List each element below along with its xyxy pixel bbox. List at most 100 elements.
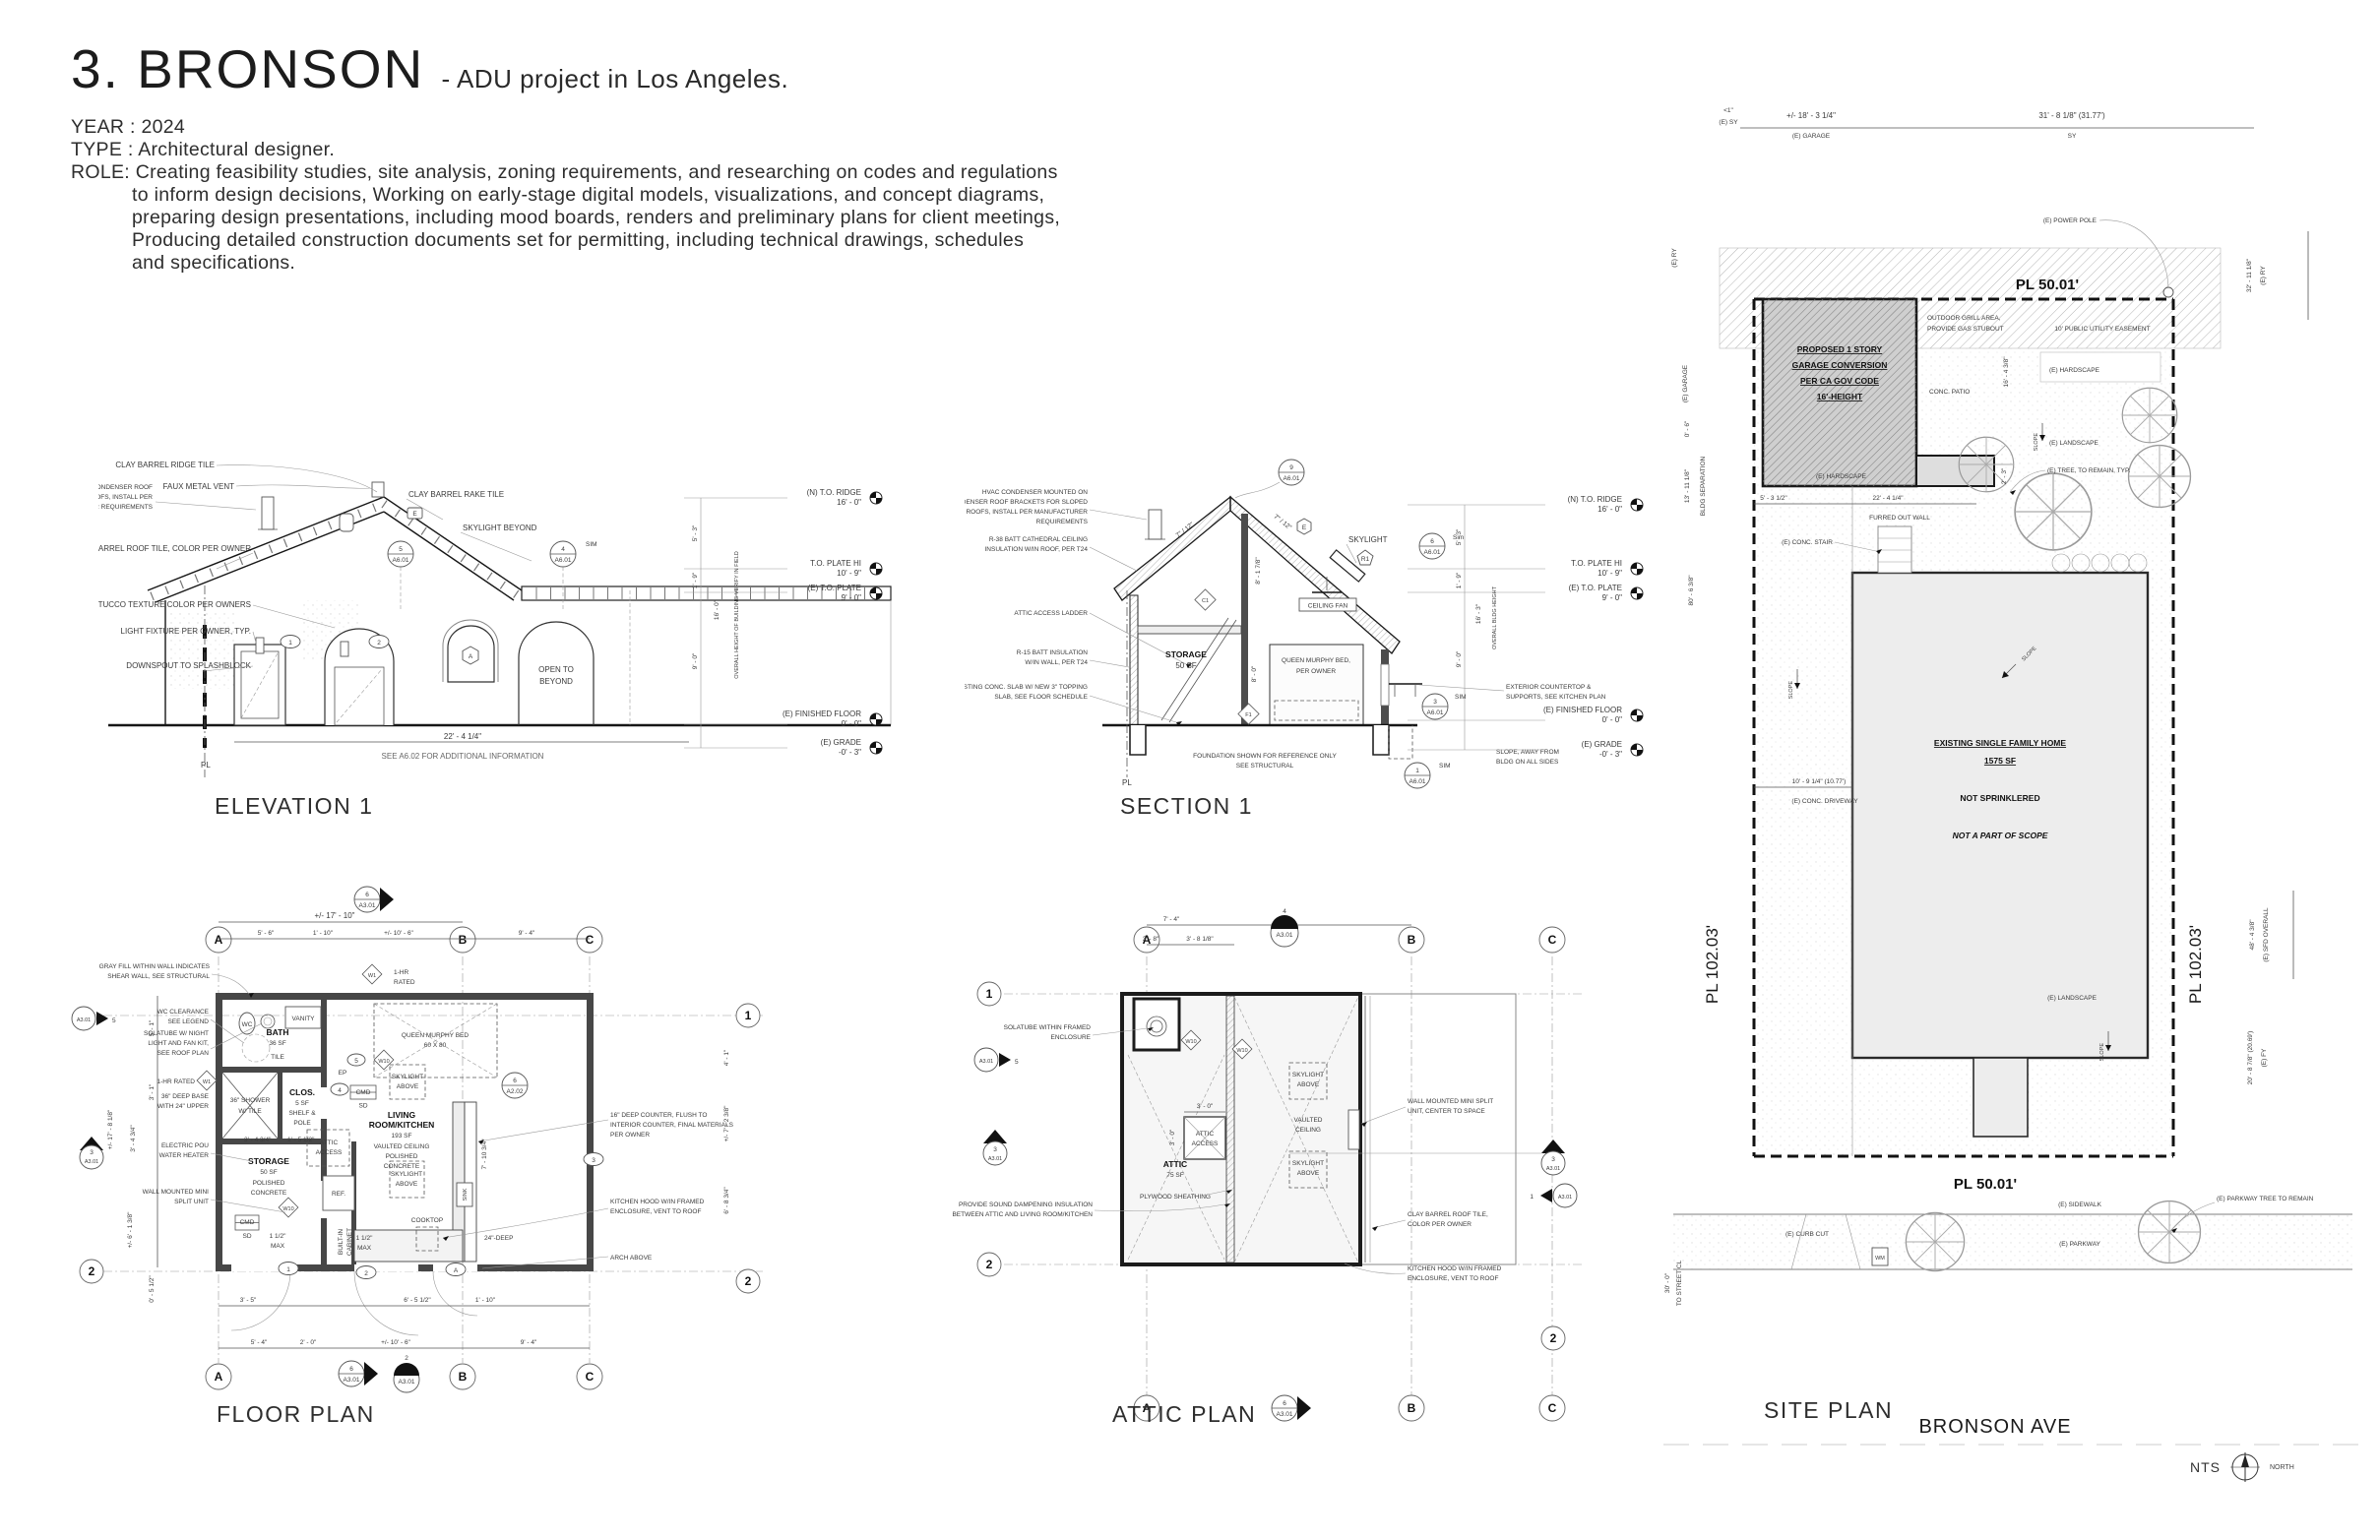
svg-text:SD: SD bbox=[358, 1103, 367, 1110]
marker-3-a301-right: 3A3.01 bbox=[1289, 1140, 1566, 1176]
shower-1: 36" SHOWER bbox=[230, 1097, 271, 1104]
dim-t1: 5' - 6" bbox=[258, 930, 275, 937]
slab-1: EXISTING CONC. SLAB W/ NEW 3" TOPPING bbox=[965, 684, 1088, 691]
svg-text:A: A bbox=[454, 1267, 459, 1274]
floor-plan-title: FLOOR PLAN bbox=[217, 1401, 375, 1427]
ry-left: (E) RY bbox=[1671, 248, 1678, 268]
tag-e: E bbox=[1296, 518, 1312, 535]
svg-text:9' - 0": 9' - 0" bbox=[1456, 650, 1463, 667]
svg-text:F1: F1 bbox=[1245, 712, 1251, 718]
grid-a-top: A bbox=[215, 933, 223, 947]
project-meta: YEAR : 2024 TYPE : Architectural designe… bbox=[71, 116, 1060, 275]
s-hvac-3: ROOFS, INSTALL PER MANUFACTURER bbox=[966, 509, 1088, 516]
tag-w1-left: W1 bbox=[196, 1070, 218, 1091]
dim-532: 5' - 3 1/2" bbox=[1760, 495, 1787, 502]
svg-text:6: 6 bbox=[365, 892, 369, 898]
water-heater-1: ELECTRIC POU bbox=[161, 1142, 209, 1149]
svg-text:W1: W1 bbox=[203, 1079, 211, 1085]
svg-text:W10: W10 bbox=[378, 1059, 389, 1065]
svg-text:A3.01: A3.01 bbox=[988, 1156, 1002, 1162]
a-hood-1: KITCHEN HOOD W/IN FRAMED bbox=[1408, 1265, 1502, 1272]
svg-text:W10: W10 bbox=[282, 1206, 293, 1212]
attic-geometry: W10 W10 bbox=[1120, 992, 1517, 1266]
elevation-annotations: CLAY BARREL RIDGE TILE FAUX METAL VENT C… bbox=[98, 461, 689, 770]
svg-text:A3.01: A3.01 bbox=[85, 1159, 98, 1165]
dim-b0: 3' - 5" bbox=[240, 1297, 257, 1304]
svg-text:BETWEEN ATTIC AND LIVING ROOM/: BETWEEN ATTIC AND LIVING ROOM/KITCHEN bbox=[952, 1211, 1093, 1218]
garage-e: (E) GARAGE bbox=[1792, 133, 1831, 140]
dim-i1: 1' - 5 1/2" bbox=[287, 1137, 315, 1143]
dim-t0: +/- 17' - 10" bbox=[314, 911, 354, 920]
svg-text:6: 6 bbox=[513, 1078, 517, 1084]
svg-text:2: 2 bbox=[377, 640, 381, 647]
a-skylight-2: SKYLIGHT bbox=[1292, 1160, 1324, 1167]
svg-text:A: A bbox=[469, 653, 473, 660]
section-1-drawing: 9A6.01 7" / 12" 7" / 12" HVAC CONDENSER … bbox=[965, 459, 1644, 789]
arch-above: ARCH ABOVE bbox=[610, 1255, 653, 1262]
svg-text:1: 1 bbox=[1415, 768, 1419, 774]
grid-1-right: 1 bbox=[745, 1009, 752, 1022]
svg-text:A6.01: A6.01 bbox=[555, 557, 572, 564]
tag-door-2: 2 bbox=[355, 1265, 377, 1279]
tree-note: (E) TREE, TO REMAIN, TYP. bbox=[2047, 467, 2130, 474]
level-grade-val: -0' - 3" bbox=[839, 748, 861, 757]
storage-label: STORAGE bbox=[1165, 649, 1207, 659]
a-solatube-1: SOLATUBE WITHIN FRAMED bbox=[1004, 1024, 1092, 1031]
proposed-1: PROPOSED 1 STORY bbox=[1797, 344, 1883, 354]
meta-role-1: ROLE: Creating feasibility studies, site… bbox=[71, 161, 1058, 183]
murphy-bed-1: QUEEN MURPHY BED bbox=[402, 1032, 469, 1039]
vaulted-1: VAULTED bbox=[1293, 1117, 1322, 1124]
dim-i0: 3' - 4 3/4" bbox=[244, 1137, 272, 1143]
svg-text:ABOVE: ABOVE bbox=[1297, 1170, 1320, 1177]
r15-1: R-15 BATT INSULATION bbox=[1017, 649, 1089, 656]
svg-text:ACCESS: ACCESS bbox=[1192, 1140, 1219, 1147]
curb-cut: (E) CURB CUT bbox=[1785, 1231, 1829, 1238]
foundation-1: FOUNDATION SHOWN FOR REFERENCE ONLY bbox=[1193, 753, 1337, 760]
a-tile-1: CLAY BARREL ROOF TILE, bbox=[1408, 1211, 1488, 1218]
s-hvac-4: REQUIREMENTS bbox=[1036, 519, 1089, 525]
tag-w1-top: W1 bbox=[361, 963, 383, 985]
svg-text:PER OWNER: PER OWNER bbox=[610, 1132, 650, 1139]
svg-text:3: 3 bbox=[1433, 699, 1437, 706]
svg-text:A3.01: A3.01 bbox=[1277, 1411, 1293, 1418]
dim-t4: 9' - 4" bbox=[519, 930, 535, 937]
svg-text:SIM: SIM bbox=[1439, 763, 1451, 770]
site-labels: (E) POWER POLE PL 50.01' 10' PUBLIC UTIL… bbox=[1754, 217, 2314, 1438]
marker-6-a301-bottom: 6A3.01 bbox=[1271, 1394, 1311, 1422]
sfh-2: 1575 SF bbox=[1984, 756, 2016, 766]
svg-text:WATER HEATER: WATER HEATER bbox=[159, 1152, 210, 1159]
dim-r2: 7' - 10 3/4" bbox=[481, 1139, 488, 1170]
svg-text:2: 2 bbox=[405, 1355, 408, 1362]
wc-label: WC bbox=[242, 1021, 253, 1028]
svg-text:50 SF: 50 SF bbox=[260, 1169, 277, 1176]
foundation-2: SEE STRUCTURAL bbox=[1236, 763, 1294, 770]
ry-right: (E) RY bbox=[2260, 266, 2267, 285]
elev-width-dim: 22' - 4 1/4" bbox=[444, 732, 481, 741]
svg-text:6: 6 bbox=[1430, 538, 1434, 545]
not-in-scope: NOT A PART OF SCOPE bbox=[1953, 831, 2048, 840]
svg-text:A3.01: A3.01 bbox=[1546, 1166, 1560, 1172]
dim-b4: 2' - 0" bbox=[300, 1339, 317, 1346]
svg-text:A3.01: A3.01 bbox=[1558, 1195, 1572, 1201]
s-hvac-1: HVAC CONDENSER MOUNTED ON bbox=[982, 489, 1088, 496]
dim-l1: 3' - 1" bbox=[149, 1083, 156, 1100]
svg-text:5 SF: 5 SF bbox=[295, 1100, 309, 1107]
meta-year: YEAR : 2024 bbox=[71, 116, 186, 138]
sheet-footer: NTS NORTH bbox=[2190, 1450, 2294, 1484]
svg-text:LIGHT AND FAN KIT,: LIGHT AND FAN KIT, bbox=[148, 1040, 209, 1047]
dim-23: 2' - 3" bbox=[2001, 467, 2008, 484]
ref-label: REF. bbox=[332, 1191, 345, 1198]
ladder-label: ATTIC ACCESS LADDER bbox=[1014, 610, 1088, 617]
vdim-8-0: 8' - 0" bbox=[1251, 665, 1258, 682]
a-minisplit-1: WALL MOUNTED MINI SPLIT bbox=[1408, 1098, 1493, 1105]
attic-access-1: ATTIC bbox=[320, 1140, 339, 1146]
svg-text:1: 1 bbox=[288, 640, 292, 647]
grid-b-bot: B bbox=[459, 1370, 468, 1384]
mini-split-1: WALL MOUNTED MINI bbox=[143, 1189, 210, 1196]
a-sound-1: PROVIDE SOUND DAMPENING INSULATION bbox=[959, 1201, 1093, 1208]
svg-text:C1: C1 bbox=[1202, 598, 1209, 604]
agrid-a-bot: A bbox=[1143, 1401, 1152, 1415]
svg-text:A6.01: A6.01 bbox=[1427, 709, 1444, 716]
svg-text:3: 3 bbox=[993, 1146, 997, 1153]
svg-text:ENCLOSURE: ENCLOSURE bbox=[1051, 1034, 1092, 1041]
